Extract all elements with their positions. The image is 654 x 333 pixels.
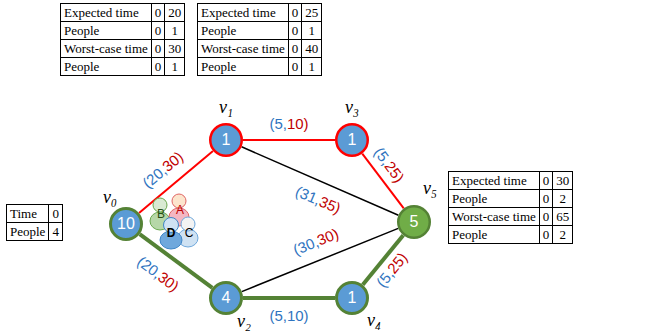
vertex-name: v₂	[237, 311, 251, 331]
table-cell: 0	[540, 226, 553, 243]
table-cell: Worst-case time	[449, 208, 539, 225]
graph-vertex: v₅5	[397, 205, 431, 239]
graph-edge	[243, 139, 335, 141]
weight-part: 35)	[317, 193, 344, 217]
table-cell: 30	[165, 40, 184, 57]
table-cell: 1	[165, 58, 184, 75]
table-cell: Worst-case time	[61, 40, 151, 57]
vertex-name: v₀	[103, 187, 117, 207]
table-cell: 65	[553, 208, 572, 225]
table-cell: 0	[152, 22, 165, 39]
vertex-circle	[111, 209, 142, 240]
person-letter: B	[157, 208, 165, 221]
graph-vertex: v₄1	[335, 281, 369, 315]
table-cell: 2	[553, 190, 572, 207]
table-cell: 0	[540, 208, 553, 225]
edge-weight: (5,25)	[373, 249, 411, 291]
table-cell: Expected time	[61, 4, 151, 21]
weight-part: (5,10)	[269, 307, 308, 324]
table-cell: 0	[49, 205, 62, 222]
table-cell: People	[449, 190, 539, 207]
table-cell: 30	[553, 172, 572, 189]
person-letter: C	[185, 227, 194, 240]
table-cell: 0	[540, 190, 553, 207]
edge-weight: (5,25)	[370, 144, 408, 187]
time-table: Time0People4	[6, 204, 63, 241]
edge-weight: (5,10)	[268, 116, 309, 132]
edge-weight: (5,10)	[268, 308, 309, 324]
table-cell: 1	[165, 22, 184, 39]
vertex-count: 1	[348, 289, 357, 307]
table-cell: Time	[7, 205, 48, 222]
weight-part: (5,	[269, 115, 287, 132]
table-cell: People	[198, 58, 288, 75]
time-table: Expected time020People01Worst-case time0…	[60, 3, 185, 76]
table-cell: 0	[289, 22, 302, 39]
table-cell: 2	[553, 226, 572, 243]
time-table: Expected time025People01Worst-case time0…	[197, 3, 322, 76]
vertex-name: v₁	[219, 97, 233, 117]
graph-edge	[243, 296, 335, 300]
table-cell: 4	[49, 223, 62, 240]
table-cell: People	[7, 223, 48, 240]
table-cell: 0	[540, 172, 553, 189]
table-cell: Expected time	[198, 4, 288, 21]
vertex-count: 1	[348, 131, 357, 149]
edge-weight: (20,30)	[139, 148, 187, 192]
vertex-circle	[337, 283, 368, 314]
table-cell: 0	[289, 4, 302, 21]
table-cell: 0	[152, 40, 165, 57]
graph-vertex: v₂4	[209, 281, 243, 315]
vertex-name: v₅	[423, 178, 437, 198]
vertex-name: v₄	[367, 310, 381, 330]
graph-vertex: v₃1	[335, 123, 369, 157]
table-cell: Worst-case time	[198, 40, 288, 57]
table-cell: 0	[152, 58, 165, 75]
vertex-count: 1	[222, 131, 231, 149]
table-cell: 0	[289, 40, 302, 57]
person-letter: A	[176, 204, 184, 217]
table-cell: Expected time	[449, 172, 539, 189]
table-cell: People	[61, 58, 151, 75]
table-cell: 1	[302, 22, 321, 39]
vertex-circle	[211, 283, 242, 314]
table-cell: People	[449, 226, 539, 243]
vertex-circle	[398, 206, 430, 238]
table-cell: People	[61, 22, 151, 39]
table-cell: 0	[152, 4, 165, 21]
person-letter: D	[167, 227, 176, 240]
vertex-circle	[336, 124, 368, 156]
graph-vertex: v₁1	[209, 123, 243, 157]
weight-part: 10)	[287, 115, 309, 132]
weight-part: 30)	[315, 225, 341, 249]
table-cell: 20	[165, 4, 184, 21]
vertex-count: 5	[410, 213, 419, 231]
vertex-name: v₃	[345, 97, 359, 117]
table-cell: 40	[302, 40, 321, 57]
person-figure	[160, 218, 182, 250]
table-cell: 1	[302, 58, 321, 75]
vertex-count: 4	[222, 289, 231, 307]
table-cell: People	[198, 22, 288, 39]
vertex-count: 10	[117, 215, 135, 233]
graph-vertex: v₀10	[109, 207, 143, 241]
vertex-circle	[210, 124, 242, 156]
time-table: Expected time030People02Worst-case time0…	[448, 171, 573, 244]
table-cell: 25	[302, 4, 321, 21]
table-cell: 0	[289, 58, 302, 75]
